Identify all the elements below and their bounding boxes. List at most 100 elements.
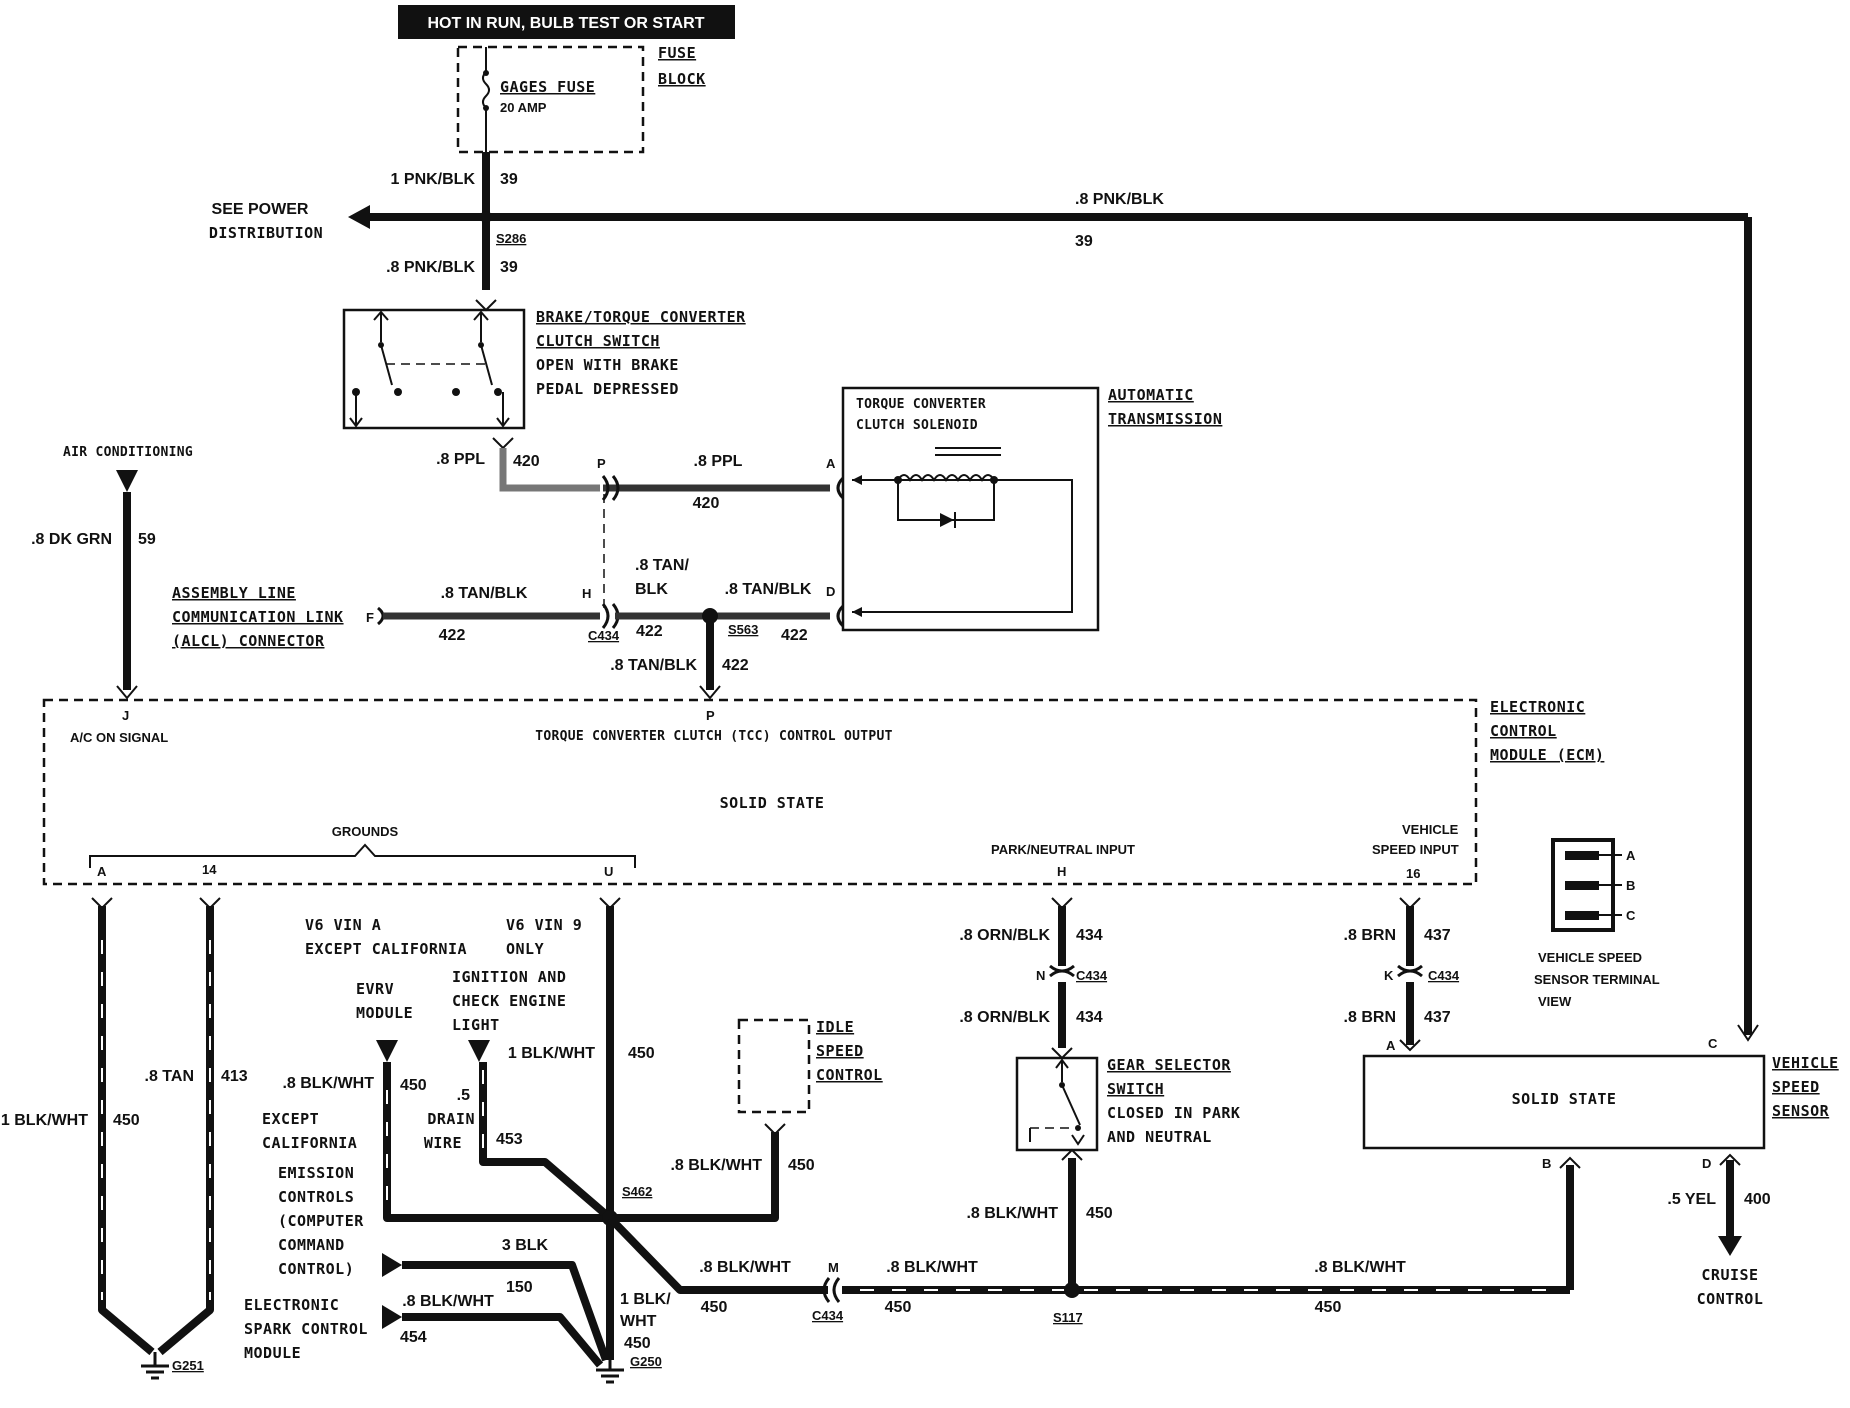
wire-420-label-1: .8 PPL xyxy=(436,451,485,468)
evrv-label-2: MODULE xyxy=(356,1004,413,1022)
wire-59-label: .8 DK GRN xyxy=(31,531,112,548)
except-label-3: EMISSION xyxy=(278,1164,354,1182)
ecm-pin-a: A xyxy=(97,864,107,879)
gear-switch-blade xyxy=(1061,1084,1081,1126)
bus-circuit-3: 450 xyxy=(1315,1299,1342,1316)
wire-422-label-1: .8 TAN/BLK xyxy=(441,585,528,602)
connector-c434-label-n: C434 xyxy=(1076,968,1108,983)
cruise-arrow-icon xyxy=(1718,1236,1742,1256)
vss-view-terminal-c xyxy=(1565,911,1599,920)
brake-switch-title-4: PEDAL DEPRESSED xyxy=(536,380,679,398)
v6-vin-9-1: V6 VIN 9 xyxy=(506,916,582,934)
gear-selector-1: GEAR SELECTOR xyxy=(1107,1056,1231,1074)
ignition-label-1: IGNITION AND xyxy=(452,968,566,986)
connector-p-label: P xyxy=(597,456,606,471)
solenoid-coil-icon xyxy=(897,474,995,482)
wire-422-label-3: .8 TAN/BLK xyxy=(725,581,812,598)
esc-label-1: ELECTRONIC xyxy=(244,1296,339,1314)
blkwht-circuit: 450 xyxy=(624,1335,651,1352)
wire-39-label-2: .8 PNK/BLK xyxy=(386,259,475,276)
idle-speed-outline xyxy=(737,1018,811,1114)
wire-434-circuit-2: 434 xyxy=(1076,1009,1103,1026)
bus-circuit-2: 450 xyxy=(885,1299,912,1316)
wire-450-evrv xyxy=(383,1062,610,1222)
wire-420-label-2: .8 PPL xyxy=(694,453,743,470)
gear-selector-connector-top xyxy=(1051,1047,1073,1060)
alcl-title-1: ASSEMBLY LINE xyxy=(172,584,296,602)
splice-s286-label: S286 xyxy=(496,231,526,246)
wire-437-circuit-1: 437 xyxy=(1424,927,1451,944)
wire-422-label-2a: .8 TAN/ xyxy=(635,557,689,574)
see-power-2: DISTRIBUTION xyxy=(209,224,323,242)
blkwht-label-2: WHT xyxy=(620,1313,657,1330)
bus-circuit-1: 450 xyxy=(701,1299,728,1316)
wire-434-label-1: .8 ORN/BLK xyxy=(959,927,1050,944)
wire-400-circuit: 400 xyxy=(1744,1191,1771,1208)
auto-trans-title-1: AUTOMATIC xyxy=(1108,386,1194,404)
except-label-1: EXCEPT xyxy=(262,1110,319,1128)
vss-title-1: VEHICLE xyxy=(1772,1054,1839,1072)
splice-s563-label: S563 xyxy=(728,622,758,637)
air-conditioning-label: AIR CONDITIONING xyxy=(63,445,193,460)
vss-a-connector xyxy=(1399,1039,1421,1052)
connector-k-label: K xyxy=(1384,968,1394,983)
tcc-solenoid-title-1: TORQUE CONVERTER xyxy=(856,397,986,412)
esc-module-arrow-icon xyxy=(382,1305,402,1329)
gear-selector-3: CLOSED IN PARK xyxy=(1107,1104,1240,1122)
wire-450-pin-u-label: 1 BLK/WHT xyxy=(508,1045,595,1062)
ecm-pin-j: J xyxy=(122,708,129,723)
wire-450-bus-segment-1 xyxy=(607,1215,828,1294)
gear-contact-arrow xyxy=(1055,1058,1069,1069)
gear-selector-connector-bottom xyxy=(1061,1148,1083,1161)
wire-3blk-label: 3 BLK xyxy=(502,1237,549,1254)
vss-view-label-3: VIEW xyxy=(1538,994,1572,1009)
blkwht-label-1: 1 BLK/ xyxy=(620,1291,671,1308)
gear-selector-2: SWITCH xyxy=(1107,1080,1164,1098)
wire-450-gear-circuit: 450 xyxy=(1086,1205,1113,1222)
wire-450-pin-a xyxy=(98,906,155,1356)
fuse-contact-top xyxy=(483,70,489,76)
wire-437-circuit-2: 437 xyxy=(1424,1009,1451,1026)
drain-label-2: WIRE xyxy=(424,1134,462,1152)
vss-c-connector-icon xyxy=(1737,1024,1759,1042)
cruise-label-1: CRUISE xyxy=(1701,1266,1758,1284)
wire-413-pin-14 xyxy=(157,906,214,1356)
diode-icon xyxy=(940,513,954,527)
wire-450-pin-a-circuit: 450 xyxy=(113,1112,140,1129)
top-wire-circuit: 39 xyxy=(1075,233,1093,250)
alcl-term-icon xyxy=(377,606,385,626)
brake-terminal-4 xyxy=(494,388,502,396)
brake-switch-connector-bottom xyxy=(492,437,514,450)
wire-413-circuit: 413 xyxy=(221,1068,248,1085)
vss-view-terminal-b xyxy=(1565,881,1599,890)
brake-switch-box xyxy=(342,308,526,430)
wire-434-label-2: .8 ORN/BLK xyxy=(959,1009,1050,1026)
computer-command-arrow-icon xyxy=(382,1253,402,1277)
wire-413-label: .8 TAN xyxy=(145,1068,194,1085)
idle-speed-1: IDLE xyxy=(816,1018,854,1036)
ecm-ac-signal: A/C ON SIGNAL xyxy=(70,730,168,745)
power-header-box xyxy=(398,5,735,39)
brake-contact-1-arrow xyxy=(373,310,389,321)
vss-title-3: SENSOR xyxy=(1772,1102,1830,1120)
tcc-solenoid-title-2: CLUTCH SOLENOID xyxy=(856,418,978,433)
ecm-tcc-output: TORQUE CONVERTER CLUTCH (TCC) CONTROL OU… xyxy=(535,729,893,744)
esc-wire-circuit-150: 150 xyxy=(506,1279,533,1296)
wire-422-circuit-1: 422 xyxy=(439,627,466,644)
fuse-block-title-1: FUSE xyxy=(658,44,696,62)
idle-speed-3: CONTROL xyxy=(816,1066,883,1084)
vss-term-a: A xyxy=(1386,1038,1396,1053)
solenoid-term-d-icon xyxy=(836,604,845,628)
ecm-pin-16: 16 xyxy=(1406,866,1420,881)
wire-437-label-2: .8 BRN xyxy=(1344,1009,1396,1026)
connector-k-icon xyxy=(1397,964,1423,978)
brake-lead-arrow-1 xyxy=(349,417,363,428)
alcl-title-3: (ALCL) CONNECTOR xyxy=(172,632,325,650)
fuse-element-icon xyxy=(482,71,490,109)
wire-422-circuit-4: 422 xyxy=(722,657,749,674)
wire-422-label-4: .8 TAN/BLK xyxy=(610,657,697,674)
gear-contact xyxy=(1075,1125,1081,1131)
except-label-7: CONTROL) xyxy=(278,1260,354,1278)
